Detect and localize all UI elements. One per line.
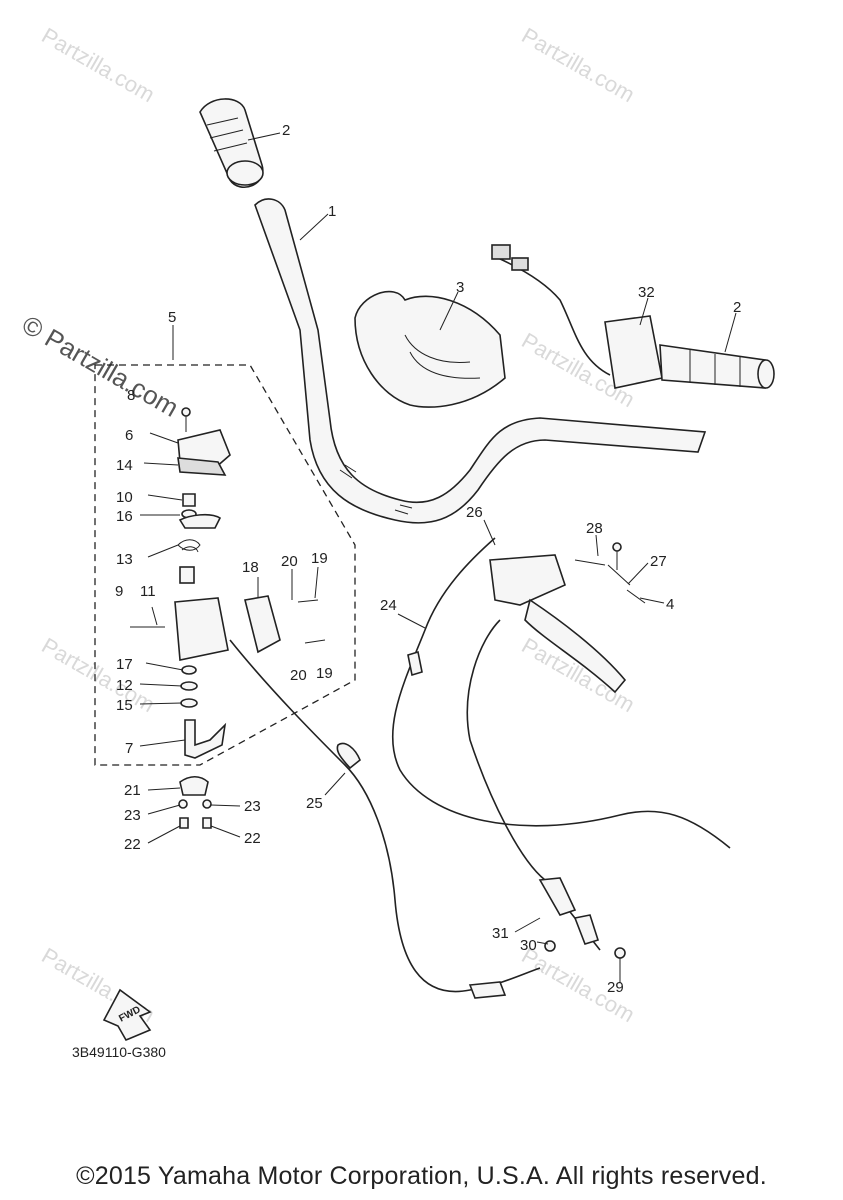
- callout-15: 15: [116, 697, 133, 714]
- callout-16: 16: [116, 508, 133, 525]
- left-switch-parts: [130, 407, 326, 759]
- callout-18: 18: [242, 559, 259, 576]
- callout-10: 10: [116, 489, 133, 506]
- diagram-code: 3B49110-G380: [72, 1044, 166, 1060]
- callout-27: 27: [650, 553, 667, 570]
- callout-11: 11: [140, 583, 156, 600]
- callout-22: 22: [124, 836, 141, 853]
- watermark: Partzilla.com: [518, 23, 640, 108]
- callout-14: 14: [116, 457, 133, 474]
- callout-25: 25: [306, 795, 323, 812]
- watermarks: Partzilla.com Partzilla.com Partzilla.co…: [17, 23, 639, 1028]
- callout-17: 17: [116, 656, 133, 673]
- copyright-notice: ©2015 Yamaha Motor Corporation, U.S.A. A…: [76, 1162, 767, 1190]
- watermark-prominent: © Partzilla.com: [17, 309, 184, 423]
- callout-13: 13: [116, 551, 133, 568]
- callout-29: 29: [607, 979, 624, 996]
- handlebar-cover: [354, 290, 506, 408]
- callout-23: 23: [244, 798, 261, 815]
- callout-3: 3: [456, 279, 464, 296]
- fwd-arrow-icon: FWD: [102, 988, 152, 1042]
- switch-assembly-outline: [94, 364, 356, 766]
- callout-6: 6: [125, 427, 133, 444]
- handlebar: [254, 198, 707, 524]
- callout-20: 20: [281, 553, 298, 570]
- callout-5: 5: [168, 309, 176, 326]
- callout-1: 1: [328, 203, 336, 220]
- callout-28: 28: [586, 520, 603, 537]
- callout-23: 23: [124, 807, 141, 824]
- callout-24: 24: [380, 597, 397, 614]
- right-switch-and-grip: [491, 244, 775, 389]
- watermark: Partzilla.com: [38, 633, 160, 718]
- callout-19: 19: [311, 550, 328, 567]
- callout-4: 4: [666, 596, 674, 613]
- callout-2: 2: [282, 122, 290, 139]
- callout-32: 32: [638, 284, 655, 301]
- watermark: Partzilla.com: [38, 23, 160, 108]
- callout-21: 21: [124, 782, 141, 799]
- left-grip: [199, 98, 264, 189]
- callout-numbers: 1 2 2 3 4 5 6 7 8 9 10 11 12 13 14 15 16…: [115, 122, 741, 996]
- cable-24: [391, 537, 731, 849]
- callout-12: 12: [116, 677, 133, 694]
- leader-lines: [139, 132, 737, 983]
- callout-19: 19: [316, 665, 333, 682]
- callout-8: 8: [127, 387, 135, 404]
- callout-30: 30: [520, 937, 537, 954]
- callout-20: 20: [290, 667, 307, 684]
- brake-master-cylinder: [489, 542, 646, 694]
- callout-22: 22: [244, 830, 261, 847]
- callout-26: 26: [466, 504, 483, 521]
- callout-2: 2: [733, 299, 741, 316]
- callout-9: 9: [115, 583, 123, 600]
- switch-bracket: [178, 775, 212, 829]
- callout-7: 7: [125, 740, 133, 757]
- callout-31: 31: [492, 925, 509, 942]
